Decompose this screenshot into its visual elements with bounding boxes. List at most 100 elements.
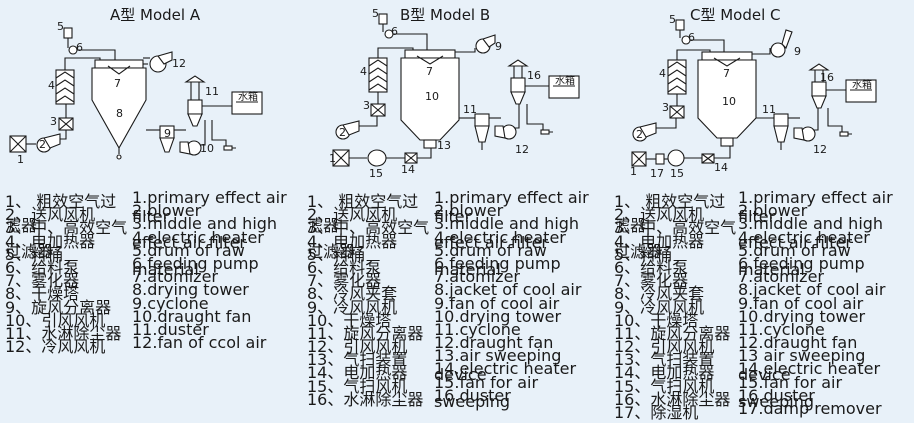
model-c-label-14: 14: [714, 161, 728, 174]
model-b-label-water-tank: 水箱: [555, 76, 575, 87]
model-a-label-6: 6: [76, 41, 83, 54]
model-c-diagram: [631, 19, 877, 167]
model-c-panel: C型 Model C 1 2 3 4 5 6 7 9 10 11 12 14 1…: [610, 0, 914, 422]
model-a-label-12: 12: [172, 57, 186, 70]
model-c-label-6: 6: [688, 31, 695, 44]
model-a-label-8: 8: [116, 107, 123, 120]
model-b-label-4: 4: [360, 65, 367, 78]
model-a-title: A型 Model A: [110, 6, 201, 24]
model-b-diagram: [332, 13, 580, 167]
model-c-label-1: 1: [630, 165, 637, 178]
model-a-label-5: 5: [57, 20, 64, 33]
model-b-label-3: 3: [363, 99, 370, 112]
model-c-label-10: 10: [722, 95, 736, 108]
model-a-label-9: 9: [164, 127, 171, 140]
model-a-panel: A型 Model A 1 2 3 4 5 6 7 8 9 10 11 12 水箱…: [0, 0, 305, 412]
model-c-label-9: 9: [794, 45, 801, 58]
model-b-label-2: 2: [339, 126, 346, 139]
model-b-label-14: 14: [401, 163, 415, 176]
model-b-label-5: 5: [372, 7, 379, 20]
model-c-label-water-tank: 水箱: [852, 80, 872, 91]
model-a-label-3: 3: [50, 115, 57, 128]
model-a-diagram: [9, 27, 263, 160]
model-c-label-3: 3: [662, 101, 669, 114]
model-a-label-10: 10: [200, 142, 214, 155]
model-b-label-10: 10: [425, 90, 439, 103]
model-c-label-5: 5: [669, 13, 676, 26]
model-b-label-12: 12: [515, 143, 529, 156]
model-b-label-6: 6: [391, 25, 398, 38]
model-c-label-16: 16: [820, 71, 834, 84]
model-b-label-7: 7: [426, 65, 433, 78]
model-c-label-2: 2: [636, 128, 643, 141]
model-b-label-11: 11: [463, 103, 477, 116]
model-b-label-9: 9: [495, 40, 502, 53]
model-c-title: C型 Model C: [690, 6, 781, 24]
model-a-label-1: 1: [17, 153, 24, 166]
model-c-label-15: 15: [670, 167, 684, 180]
model-b-panel: B型 Model B 1 2 3 4 5 6 7 9 10 11 12 13 1…: [305, 0, 610, 412]
model-c-label-12: 12: [813, 143, 827, 156]
model-a-label-4: 4: [48, 79, 55, 92]
model-c-label-11: 11: [762, 103, 776, 116]
model-a-label-2: 2: [39, 138, 46, 151]
model-c-label-7: 7: [723, 67, 730, 80]
model-b-label-16: 16: [527, 69, 541, 82]
model-a-label-11: 11: [205, 85, 219, 98]
model-b-label-1: 1: [329, 152, 336, 165]
model-a-label-7: 7: [114, 77, 121, 90]
model-b-label-15: 15: [369, 167, 383, 180]
model-a-label-water-tank: 水箱: [238, 92, 258, 103]
model-b-title: B型 Model B: [400, 6, 491, 24]
model-c-label-4: 4: [659, 67, 666, 80]
model-c-label-17: 17: [650, 167, 664, 180]
model-b-label-13: 13: [437, 139, 451, 152]
